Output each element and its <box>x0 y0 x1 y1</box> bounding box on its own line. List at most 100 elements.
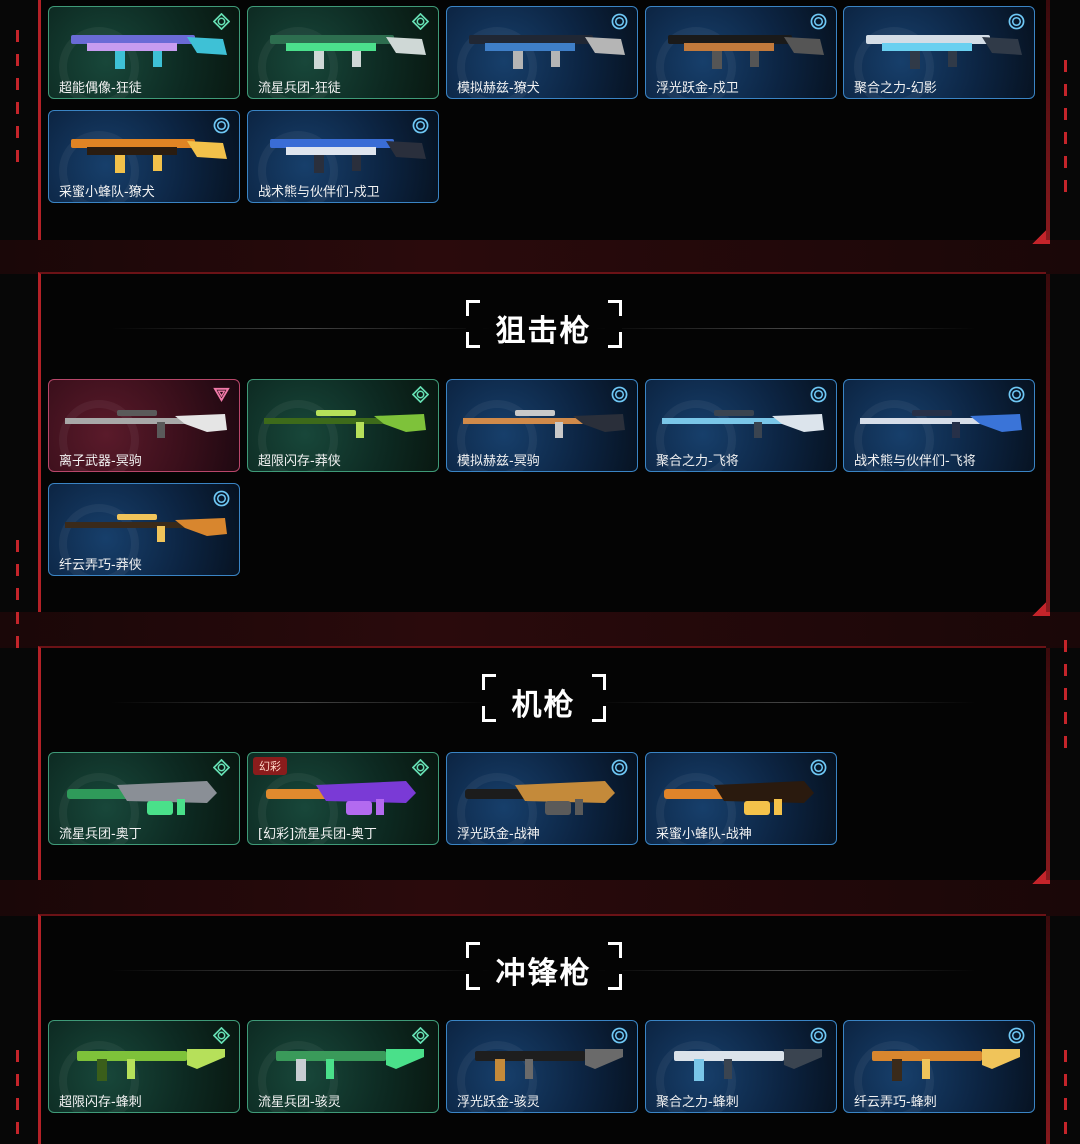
diamond-ring-icon <box>412 386 429 403</box>
diamond-ring-icon <box>213 759 230 776</box>
card-background-ring <box>59 773 139 844</box>
weapon-skin-label: 流星兵团-骇灵 <box>258 1095 341 1110</box>
weapon-skin-card[interactable]: 模拟赫兹-冥驹 <box>446 379 638 472</box>
weapon-skin-card[interactable]: 幻彩 [幻彩]流星兵团-奥丁 <box>247 752 439 845</box>
weapon-image <box>270 139 426 173</box>
weapon-skin-label: 聚合之力-幻影 <box>854 81 937 96</box>
section-title: 冲锋枪 <box>495 956 592 991</box>
circle-ring-icon <box>810 1027 827 1044</box>
weapon-image <box>65 410 227 438</box>
card-background-ring <box>854 27 934 98</box>
weapon-skin-card[interactable]: 纤云弄巧-莽侠 <box>48 483 240 576</box>
weapon-image <box>866 35 1022 69</box>
weapon-skin-card[interactable]: 流星兵团-奥丁 <box>48 752 240 845</box>
weapon-image <box>860 410 1022 438</box>
circle-ring-icon <box>611 13 628 30</box>
card-background-ring <box>258 400 338 471</box>
heading-divider-right <box>596 970 976 971</box>
weapon-image <box>465 781 615 815</box>
section-heading: 机枪 <box>481 674 606 724</box>
section-heading: 冲锋枪 <box>465 942 622 992</box>
diamond-ring-icon <box>412 1027 429 1044</box>
weapon-skin-card[interactable]: 流星兵团-狂徒 <box>247 6 439 99</box>
circle-ring-icon <box>810 759 827 776</box>
circle-ring-icon <box>611 759 628 776</box>
diamond-ring-icon <box>213 13 230 30</box>
weapon-image <box>77 1049 225 1081</box>
weapon-image <box>266 781 416 815</box>
weapon-skin-card[interactable]: 聚合之力-幻影 <box>843 6 1035 99</box>
weapon-skin-card[interactable]: 超能偶像-狂徒 <box>48 6 240 99</box>
diamond-ring-icon <box>412 759 429 776</box>
section-heading-row: 冲锋枪 <box>41 940 1046 1000</box>
panel-corner <box>1032 226 1050 244</box>
weapon-skin-label: 超限闪存-莽侠 <box>258 454 341 469</box>
weapon-skin-card[interactable]: 采蜜小蜂队-獠犬 <box>48 110 240 203</box>
weapon-skin-card[interactable]: 聚合之力-飞将 <box>645 379 837 472</box>
card-background-ring <box>656 773 736 844</box>
weapon-image <box>67 781 217 815</box>
weapon-skin-card[interactable]: 浮光跃金-战神 <box>446 752 638 845</box>
weapon-skin-card[interactable]: 浮光跃金-骇灵 <box>446 1020 638 1113</box>
circle-ring-icon <box>213 490 230 507</box>
heading-divider-left <box>111 328 491 329</box>
circle-ring-icon <box>213 117 230 134</box>
weapon-image <box>475 1049 623 1081</box>
bracket-right-icon <box>604 300 622 348</box>
left-side-dashes <box>16 540 20 660</box>
section-heading-row: 狙击枪 <box>41 298 1046 358</box>
card-background-ring <box>457 27 537 98</box>
weapon-skin-label: 纤云弄巧-莽侠 <box>59 558 142 573</box>
weapon-skin-label: 战术熊与伙伴们-戍卫 <box>258 185 380 200</box>
bracket-right-icon <box>604 942 622 990</box>
diamond-ring-icon <box>412 13 429 30</box>
weapon-skin-card[interactable]: 离子武器-冥驹 <box>48 379 240 472</box>
weapon-image <box>270 35 426 69</box>
weapon-skin-card[interactable]: 超限闪存-蜂刺 <box>48 1020 240 1113</box>
heading-divider-right <box>596 702 976 703</box>
weapon-skin-card[interactable]: 战术熊与伙伴们-飞将 <box>843 379 1035 472</box>
weapon-skin-card[interactable]: 战术熊与伙伴们-戍卫 <box>247 110 439 203</box>
left-side-dashes <box>16 1050 20 1144</box>
card-background-ring <box>457 400 537 471</box>
weapon-image <box>668 35 824 69</box>
weapon-skin-card[interactable]: 模拟赫兹-獠犬 <box>446 6 638 99</box>
circle-ring-icon <box>810 13 827 30</box>
weapon-skin-label: 浮光跃金-戍卫 <box>656 81 739 96</box>
bracket-left-icon <box>465 942 483 990</box>
weapon-skin-label: 浮光跃金-战神 <box>457 827 540 842</box>
weapon-image <box>872 1049 1020 1081</box>
card-background-ring <box>656 27 736 98</box>
weapon-skin-card[interactable]: 超限闪存-莽侠 <box>247 379 439 472</box>
card-background-ring <box>258 773 338 844</box>
card-background-ring <box>854 400 934 471</box>
variant-badge: 幻彩 <box>253 757 287 775</box>
weapon-skin-label: 纤云弄巧-蜂刺 <box>854 1095 937 1110</box>
circle-ring-icon <box>412 117 429 134</box>
card-background-ring <box>457 773 537 844</box>
weapon-image <box>71 139 227 173</box>
section-title: 狙击枪 <box>495 314 592 349</box>
weapon-skin-label: 离子武器-冥驹 <box>59 454 142 469</box>
weapon-image <box>674 1049 822 1081</box>
circle-ring-icon <box>611 1027 628 1044</box>
background-band <box>0 612 1080 648</box>
weapon-skin-card[interactable]: 聚合之力-蜂刺 <box>645 1020 837 1113</box>
weapon-skin-card[interactable]: 浮光跃金-戍卫 <box>645 6 837 99</box>
heading-divider-right <box>596 328 976 329</box>
weapon-image <box>276 1049 424 1081</box>
card-background-ring <box>258 27 338 98</box>
card-background-ring <box>59 400 139 471</box>
right-side-dashes <box>1064 60 1068 204</box>
bracket-left-icon <box>481 674 499 722</box>
weapon-skin-label: [幻彩]流星兵团-奥丁 <box>258 827 377 842</box>
weapon-skin-card[interactable]: 采蜜小蜂队-战神 <box>645 752 837 845</box>
background-band <box>0 240 1080 274</box>
background-band <box>0 880 1080 916</box>
section-heading-row: 机枪 <box>41 672 1046 732</box>
panel-corner <box>1032 866 1050 884</box>
bracket-left-icon <box>465 300 483 348</box>
weapon-image <box>65 514 227 542</box>
weapon-skin-card[interactable]: 流星兵团-骇灵 <box>247 1020 439 1113</box>
weapon-skin-card[interactable]: 纤云弄巧-蜂刺 <box>843 1020 1035 1113</box>
